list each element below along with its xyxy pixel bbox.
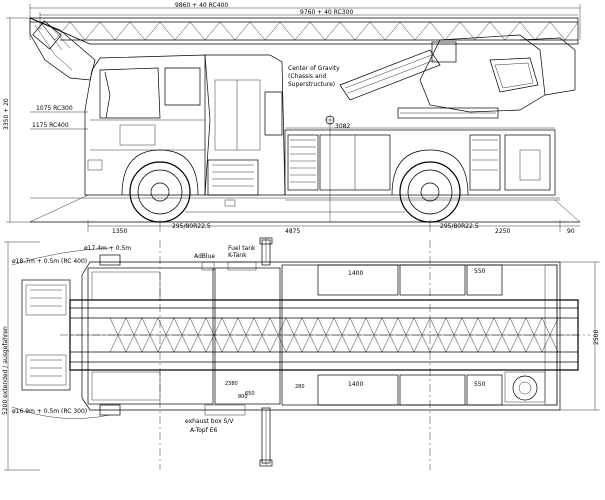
center-of-gravity: Center of Gravity (Chassis and Superstru… (288, 65, 350, 222)
comp-280: 280 (295, 384, 305, 390)
top-view: 5200 extended / ausgefahren 2500 (2, 237, 600, 471)
cab-offset-2-label: 1175 RC400 (32, 122, 69, 129)
rear-end-label: 90 (567, 228, 575, 235)
front-overhang-label: 1350 (112, 228, 127, 235)
overall-length-label: 9860 + 40 RC400 (175, 2, 228, 9)
body-compartments (284, 127, 560, 201)
radius-left-bottom-label: ø16.9m + 0.5m (RC 300) (12, 408, 87, 415)
front-wheel (121, 149, 199, 223)
ladder-length-dimension: 9760 + 40 RC300 (39, 9, 578, 30)
cog-label-line3: Superstructure) (288, 81, 335, 88)
cog-value: 3082 (335, 123, 350, 130)
exhaust-label-1: exhaust box S/V (185, 418, 234, 425)
height-dimension: 3350 + 20 (3, 17, 30, 223)
aerial-ladder (29, 17, 579, 81)
exhaust-label-2: A-Topf E6 (190, 427, 218, 434)
tank-labels: AdBlue Fuel tank K-Tank exhaust box S/V … (185, 245, 257, 434)
radius-left-top-label: ø18.7m + 0.5m (RC 400) (12, 258, 87, 265)
comp-1400-top: 1400 (348, 270, 363, 277)
rescue-basket-top (21, 279, 71, 391)
side-bottom-dimensions: 1350 4875 2250 90 295/80R22.5 295/80R22.… (87, 220, 580, 235)
tire-front-label: 295/80R22.5 (172, 223, 211, 230)
fuel-tank-label-1: Fuel tank (228, 245, 256, 252)
adblue-label: AdBlue (194, 253, 215, 260)
cog-label-line2: (Chassis and (288, 73, 326, 80)
comp-800: 800 (238, 394, 248, 400)
comp-1400-bottom: 1400 (348, 381, 363, 388)
width-extended-label: 5200 extended / ausgefahren (2, 326, 9, 415)
side-view: 9860 + 40 RC400 9760 + 40 RC300 3350 + 2… (3, 2, 581, 235)
width-total-label: 2500 (593, 330, 600, 345)
cab-offset-dimensions: 1075 RC300 1175 RC400 (30, 105, 88, 130)
outriggers (259, 237, 273, 467)
turning-radii: ø17.4m + 0.5m ø18.7m + 0.5m (RC 400) ø16… (11, 245, 131, 419)
wheelbase-label: 4875 (285, 228, 300, 235)
cab-offset-1-label: 1075 RC300 (36, 105, 73, 112)
rear-wheel (391, 149, 469, 223)
ladder-length-label: 9760 + 40 RC300 (300, 9, 353, 16)
cab (84, 54, 286, 207)
comp-2380: 2380 (225, 381, 238, 387)
width-total-dimension: 2500 (560, 261, 600, 411)
fuel-tank-label-2: K-Tank (228, 252, 247, 259)
turntable (339, 34, 576, 119)
compartments-top: 1400 550 1400 550 2380 650 800 280 (225, 264, 503, 406)
comp-550-top: 550 (474, 268, 486, 275)
cog-label-line1: Center of Gravity (288, 65, 340, 72)
width-extended-dimension: 5200 extended / ausgefahren (2, 241, 40, 471)
radius-front-top-label: ø17.4m + 0.5m (84, 245, 131, 252)
tire-rear-label: 295/80R22.5 (440, 223, 479, 230)
height-label: 3350 + 20 (3, 98, 10, 130)
comp-550-bottom: 550 (474, 381, 486, 388)
ground-lines (29, 194, 581, 223)
overall-length-dimension: 9860 + 40 RC400 (29, 2, 581, 40)
rear-overhang-label: 2250 (495, 228, 510, 235)
comp-650: 650 (245, 391, 255, 397)
